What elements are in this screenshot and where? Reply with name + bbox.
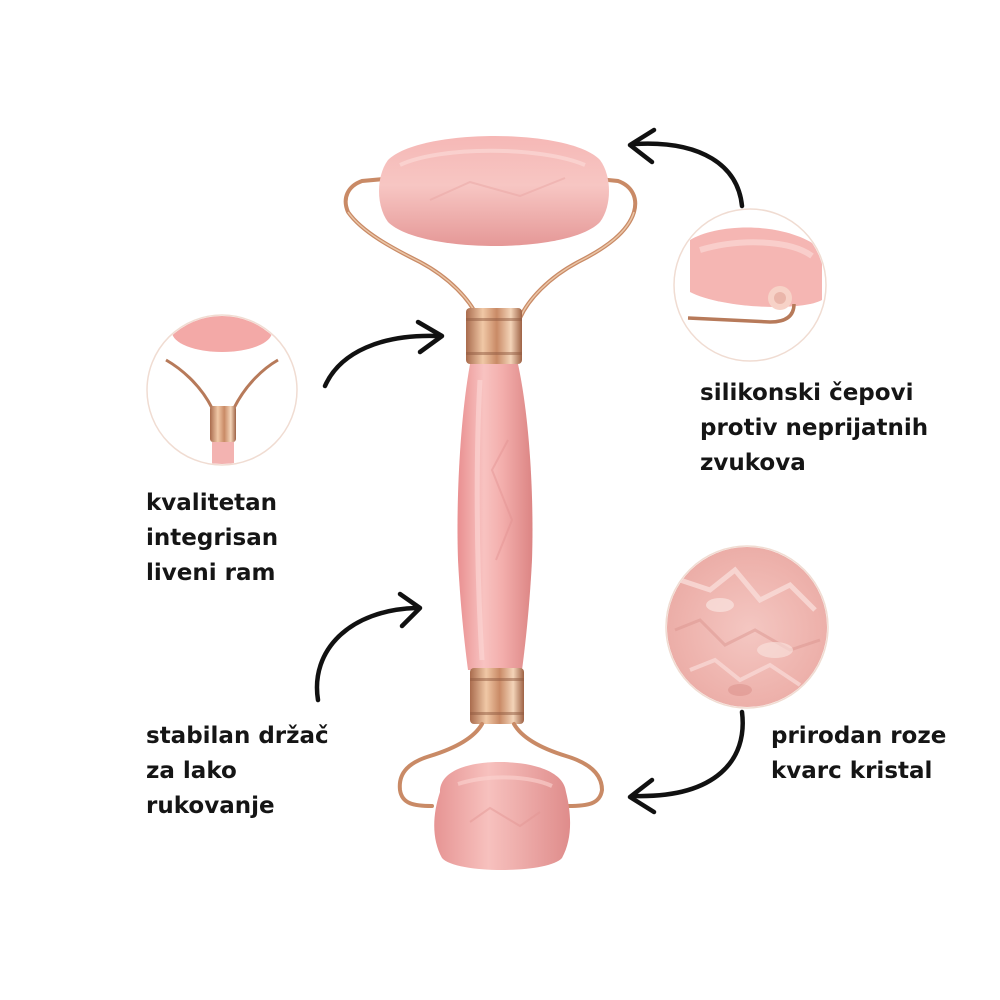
annotation-frame: kvalitetan integrisan liveni ram: [146, 486, 278, 591]
arrow-icon: [627, 127, 745, 209]
detail-circle-frame: [146, 314, 298, 466]
annotation-holder: stabilan držač za lako rukovanje: [146, 719, 329, 824]
arrow-icon: [322, 319, 445, 389]
annotation-line: protiv neprijatnih: [700, 415, 929, 441]
annotation-line: za lako: [146, 758, 237, 784]
annotation-line: prirodan roze: [771, 723, 947, 749]
arrow-icon: [314, 591, 423, 703]
detail-circle-caps: [673, 208, 827, 362]
annotation-line: kvarc kristal: [771, 758, 933, 784]
annotation-line: liveni ram: [146, 560, 276, 586]
bottom-ferrule: [470, 668, 524, 724]
detail-circle-quartz: [665, 545, 829, 709]
annotation-caps: silikonski čepovi protiv neprijatnih zvu…: [700, 376, 928, 481]
face-roller: [343, 136, 638, 870]
annotation-line: kvalitetan: [146, 490, 278, 516]
annotation-quartz: prirodan roze kvarc kristal: [771, 719, 946, 789]
annotation-line: rukovanje: [146, 793, 275, 819]
annotation-line: integrisan: [146, 525, 279, 551]
top-ferrule: [466, 308, 522, 364]
annotation-line: stabilan držač: [146, 723, 329, 749]
arrow-icon: [627, 709, 745, 815]
bottom-frame-wire: [397, 722, 484, 808]
annotation-line: zvukova: [700, 450, 806, 476]
handle: [457, 364, 533, 670]
small-roller: [434, 762, 571, 870]
annotation-line: silikonski čepovi: [700, 380, 914, 406]
large-roller: [379, 136, 609, 246]
